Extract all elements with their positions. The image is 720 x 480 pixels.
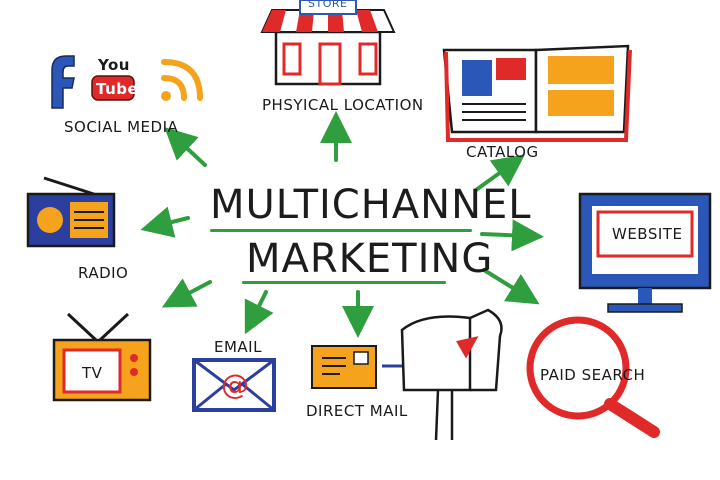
arrow-to-tv [161,278,212,308]
arrow-to-website [480,219,544,252]
magnifier-icon [526,316,660,438]
rss-icon [161,59,203,101]
radio-icon [26,176,116,248]
direct-mail-envelope-icon [311,345,417,389]
label-physical-location: PHSYICAL LOCATION [262,96,424,114]
email-envelope-icon [192,358,276,412]
email-at-glyph: @ [221,368,250,401]
facebook-icon [51,55,75,109]
youtube-tube-text: Tube [96,80,139,98]
label-paid-search: PAID SEARCH [540,366,646,384]
catalog-icon [442,44,632,142]
title-line-1: MULTICHANNEL [210,182,532,228]
arrow-to-catalog [474,154,525,192]
youtube-icon [91,75,135,101]
label-website: WEBSITE [612,225,683,243]
label-social-media: SOCIAL MEDIA [64,118,179,136]
label-direct-mail: DIRECT MAIL [306,402,408,420]
store-sign-text: STORE [308,0,348,10]
youtube-you-text: You [98,56,130,74]
title-line-1-underline [210,229,472,232]
label-catalog: CATALOG [466,143,539,161]
arrow-to-email [244,290,274,335]
title-line-2: MARKETING [246,236,494,282]
label-tv: TV [82,364,103,382]
arrow-to-paid-search [482,268,540,305]
mailbox-icon [400,308,503,441]
title-line-2-underline [242,281,446,284]
label-radio: RADIO [78,264,129,282]
arrows [140,111,544,338]
arrow-to-radio [140,206,190,238]
website-monitor-icon [578,192,712,313]
tv-icon [52,312,152,402]
arrow-to-social-media [164,127,207,167]
store-icon [260,0,396,86]
label-email: EMAIL [214,338,262,356]
